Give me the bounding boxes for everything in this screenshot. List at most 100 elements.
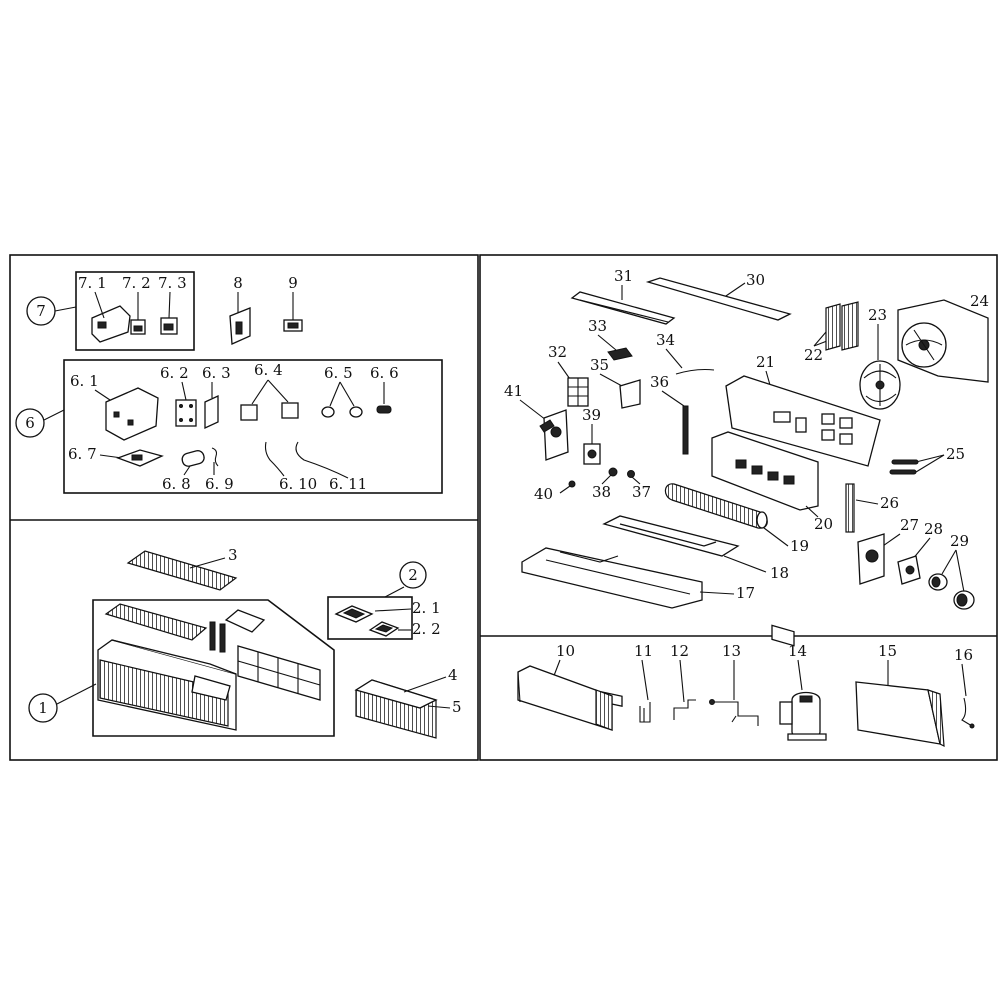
label-27: 27 [900, 516, 919, 534]
part-33-bracket [607, 347, 633, 361]
part-8-9: 8 9 [229, 274, 303, 345]
part-21-back-panel: 21 [725, 353, 881, 647]
label-6-4: 6. 4 [254, 361, 283, 379]
part-6-11-wire [295, 441, 349, 479]
label-2-1: 2. 1 [412, 599, 441, 617]
group-7-frame [75, 271, 195, 351]
part-22-23-24: 24 23 22 [804, 292, 989, 410]
label-6-1: 6. 1 [70, 372, 99, 390]
label-22: 22 [804, 346, 823, 364]
part-group-2: 2 2. 1 2. 2 [327, 561, 441, 640]
part-6-3-module [204, 394, 219, 430]
label-18: 18 [770, 564, 789, 582]
part-35-panel [619, 379, 641, 409]
part-1-top-grille [104, 603, 208, 641]
part-15-evaporator: 15 [855, 642, 945, 748]
label-6-8: 6. 8 [162, 475, 191, 493]
part-21-cutouts [773, 411, 853, 445]
label-13: 13 [722, 642, 741, 660]
part-14-compressor: 14 [779, 642, 827, 741]
group-1-bubble [28, 693, 58, 723]
part-36-bar [682, 405, 689, 455]
part-19-blower: 19 [664, 483, 809, 555]
parts-11-12-13: 11 12 13 [634, 642, 759, 726]
right-panel-frame [479, 254, 998, 761]
part-7-1-bracket [91, 305, 131, 343]
label-3: 3 [228, 546, 238, 564]
label-2: 2 [408, 566, 418, 584]
part-32-33-34-35: 33 34 32 35 [548, 317, 715, 409]
label-8: 8 [233, 274, 243, 292]
label-23: 23 [868, 306, 887, 324]
label-15: 15 [878, 642, 897, 660]
part-32-panel [567, 377, 589, 407]
label-39: 39 [582, 406, 601, 424]
label-1: 1 [38, 699, 48, 717]
label-6-6: 6. 6 [370, 364, 399, 382]
label-33: 33 [588, 317, 607, 335]
label-20: 20 [814, 515, 833, 533]
label-16: 16 [954, 646, 973, 664]
label-6-2: 6. 2 [160, 364, 189, 382]
part-1-filter [237, 645, 321, 701]
label-7-2: 7. 2 [122, 274, 151, 292]
label-6-9: 6. 9 [205, 475, 234, 493]
group-6-frame [63, 359, 443, 494]
label-38: 38 [592, 483, 611, 501]
left-panel-frame [9, 254, 479, 761]
label-5: 5 [452, 698, 462, 716]
part-group-1: 1 [28, 599, 335, 737]
part-41-motor-bracket [539, 409, 569, 461]
label-11: 11 [634, 642, 653, 660]
part-4-5: 4 5 [354, 666, 462, 739]
part-6-5-sensor-a [321, 406, 335, 418]
part-31-rail [570, 291, 676, 325]
part-26-seal [845, 483, 855, 533]
label-28: 28 [924, 520, 943, 538]
label-17: 17 [736, 584, 755, 602]
part-group-6: 6 6. 1 6. 2 6. 3 6. 4 6. 5 6. 6 6. 7 6. [15, 359, 443, 494]
label-32: 32 [548, 343, 567, 361]
label-2-2: 2. 2 [412, 620, 441, 638]
parts-40-38-37: 40 38 37 [534, 467, 651, 503]
part-25-clip-a [891, 459, 919, 465]
group-2-frame [327, 596, 413, 640]
part-12-tube [673, 699, 696, 720]
part-group-7: 7 7. 1 7. 2 7. 3 [26, 271, 195, 351]
part-6-2-board [175, 399, 197, 427]
part-30-top-plate [645, 277, 792, 321]
part-28-motor [897, 555, 921, 585]
label-40: 40 [534, 485, 553, 503]
part-3-air-grille [126, 550, 238, 591]
part-22-grille-a [825, 303, 841, 351]
label-12: 12 [670, 642, 689, 660]
label-25: 25 [946, 445, 965, 463]
part-34-rod [675, 368, 715, 375]
part-38-nut [608, 467, 618, 477]
label-36: 36 [650, 373, 669, 391]
part-23-fan-blade [859, 360, 901, 410]
part-3-grille: 3 [126, 546, 238, 591]
label-35: 35 [590, 356, 609, 374]
part-30-31: 30 31 [570, 267, 792, 325]
label-29: 29 [950, 532, 969, 550]
part-6-5-sensor-b [349, 406, 363, 418]
part-20-slots [735, 459, 795, 485]
label-30: 30 [746, 271, 765, 289]
label-19: 19 [790, 537, 809, 555]
part-1-cabinet [97, 639, 237, 731]
label-4: 4 [448, 666, 458, 684]
label-7: 7 [36, 302, 46, 320]
label-24: 24 [970, 292, 989, 310]
part-1-strip-a [209, 621, 216, 651]
part-6-6-fuse [376, 405, 392, 414]
part-20-drain-pan: 20 [711, 431, 833, 533]
part-6-4-relay-b [281, 402, 299, 419]
part-36-41-39: 36 41 39 [504, 373, 689, 465]
label-37: 37 [632, 483, 651, 501]
part-25-26: 25 26 [845, 445, 965, 533]
part-6-1-control-box [105, 387, 159, 441]
part-1-strip-b [219, 623, 226, 653]
